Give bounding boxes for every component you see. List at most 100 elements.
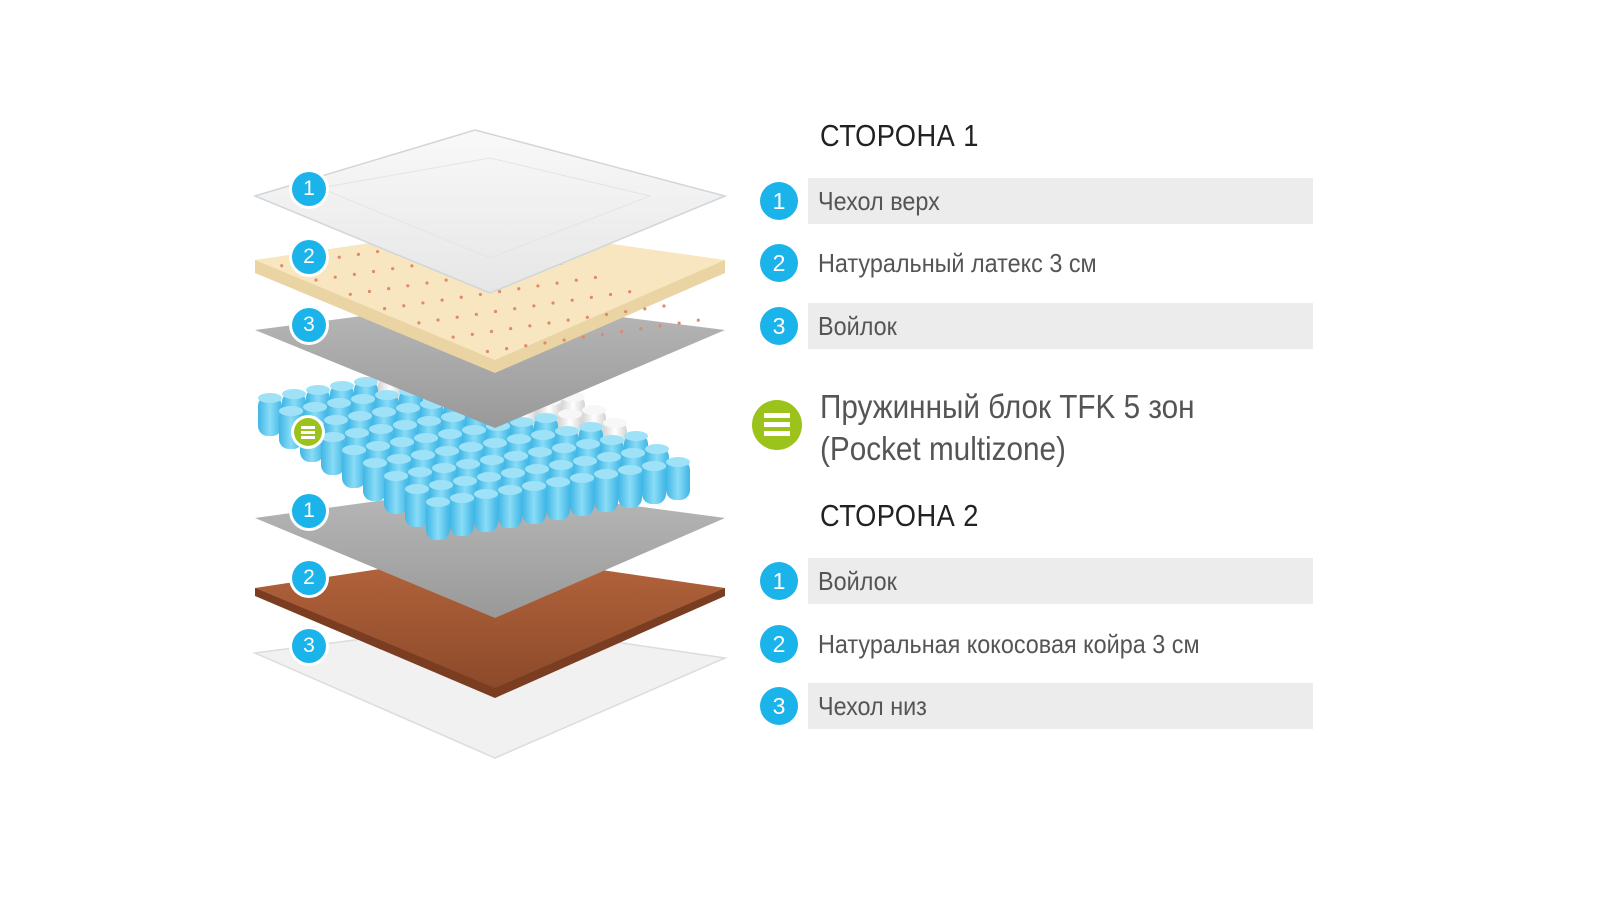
side2-heading: СТОРОНА 2 xyxy=(820,498,979,533)
latex-perforation xyxy=(402,304,406,308)
latex-perforation xyxy=(600,332,605,337)
latex-perforation xyxy=(478,292,483,297)
latex-perforation xyxy=(581,335,585,339)
latex-perforation xyxy=(436,318,440,322)
latex-perforation xyxy=(425,281,429,285)
latex-perforation xyxy=(547,321,551,325)
latex-perforation xyxy=(451,335,455,339)
item-label: Чехол низ xyxy=(818,691,927,721)
layers-drawing xyxy=(252,129,728,759)
latex-perforation xyxy=(348,292,352,296)
latex-perforation xyxy=(493,309,498,314)
latex-perforation xyxy=(543,341,547,345)
menu-lines-icon xyxy=(752,400,802,450)
latex-perforation xyxy=(517,287,521,291)
illustration-badge-bottom-1: 1 xyxy=(292,494,326,528)
side1-heading: СТОРОНА 1 xyxy=(820,118,979,153)
item-label: Натуральная кокосовая койра 3 см xyxy=(818,629,1200,659)
latex-perforation xyxy=(367,289,372,294)
number-badge: 3 xyxy=(760,687,798,725)
top-cover-layer xyxy=(252,129,728,294)
illustration-badge-top-2: 2 xyxy=(292,240,326,274)
pocket-spring xyxy=(522,481,546,524)
pocket-spring xyxy=(642,461,666,504)
illustration-badge-top-3: 3 xyxy=(292,308,326,342)
latex-perforation xyxy=(662,304,666,308)
latex-perforation xyxy=(604,312,609,317)
latex-perforation xyxy=(470,332,474,336)
latex-perforation xyxy=(333,275,337,279)
latex-perforation xyxy=(459,295,463,299)
latex-perforation xyxy=(410,264,414,268)
pocket-spring xyxy=(546,477,570,520)
number-badge: 2 xyxy=(760,625,798,663)
pocket-spring xyxy=(405,484,429,527)
pocket-spring xyxy=(450,493,474,536)
latex-perforation xyxy=(696,318,700,322)
latex-perforation xyxy=(352,272,356,276)
mattress-layers-illustration: 1 2 3 1 2 3 xyxy=(250,118,750,768)
latex-perforation xyxy=(421,301,425,305)
side1-item-2: 2 Натуральный латекс 3 см xyxy=(760,240,1320,286)
number-badge: 3 xyxy=(760,307,798,345)
latex-perforation xyxy=(513,307,517,311)
latex-perforation xyxy=(532,304,536,308)
latex-perforation xyxy=(375,249,380,254)
row-background xyxy=(808,558,1313,604)
latex-perforation xyxy=(489,329,494,334)
pocket-spring xyxy=(321,432,345,475)
latex-perforation xyxy=(509,327,513,331)
latex-perforation xyxy=(337,255,341,259)
latex-perforation xyxy=(387,287,391,291)
pocket-spring xyxy=(570,473,594,516)
pocket-spring xyxy=(426,497,450,540)
latex-perforation xyxy=(505,347,509,351)
number-badge: 1 xyxy=(760,182,798,220)
row-background xyxy=(808,683,1313,729)
item-label: Чехол верх xyxy=(818,186,940,216)
latex-perforation xyxy=(574,278,578,282)
item-label: Натуральный латекс 3 см xyxy=(818,248,1097,278)
coir-layer xyxy=(255,553,725,698)
row-background xyxy=(808,303,1313,349)
pocket-spring xyxy=(384,471,408,514)
latex-perforation xyxy=(585,315,589,319)
latex-perforation xyxy=(566,318,570,322)
latex-perforation xyxy=(628,290,632,294)
latex-perforation xyxy=(440,298,444,302)
pocket-spring xyxy=(258,393,282,436)
latex-perforation xyxy=(417,321,421,325)
illustration-spring-icon xyxy=(294,418,322,446)
pocket-spring xyxy=(618,465,642,508)
latex-perforation xyxy=(444,278,448,282)
item-label: Войлок xyxy=(818,311,897,341)
pocket-spring xyxy=(474,489,498,532)
pocket-spring xyxy=(666,457,690,500)
side1-item-3: 3 Войлок xyxy=(760,303,1320,349)
latex-perforation xyxy=(406,284,410,288)
latex-perforation xyxy=(608,292,613,297)
latex-perforation xyxy=(589,295,593,299)
pocket-spring xyxy=(594,469,618,512)
item-label: Войлок xyxy=(818,566,897,596)
latex-perforation xyxy=(620,330,624,334)
latex-perforation xyxy=(639,327,643,331)
illustration-badge-top-1: 1 xyxy=(292,172,326,206)
pocket-spring xyxy=(498,485,522,528)
latex-perforation xyxy=(382,306,387,311)
spring-block-item: Пружинный блок TFK 5 зон (Pocket multizo… xyxy=(752,386,1360,476)
latex-perforation xyxy=(391,267,395,271)
number-badge: 2 xyxy=(760,244,798,282)
latex-perforation xyxy=(536,284,540,288)
pocket-spring xyxy=(363,458,387,501)
latex-perforation xyxy=(528,324,532,328)
latex-perforation xyxy=(624,310,628,314)
side2-item-1: 1 Войлок xyxy=(760,558,1320,604)
felt-layer-bottom xyxy=(255,486,725,618)
latex-perforation xyxy=(524,344,528,348)
row-background xyxy=(808,178,1313,224)
illustration-badge-bottom-2: 2 xyxy=(292,561,326,595)
latex-perforation xyxy=(474,312,478,316)
side2-item-3: 3 Чехол низ xyxy=(760,683,1320,729)
latex-perforation xyxy=(356,252,360,256)
